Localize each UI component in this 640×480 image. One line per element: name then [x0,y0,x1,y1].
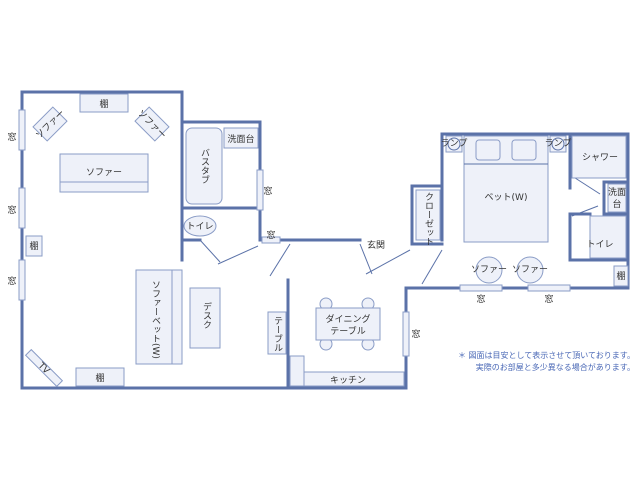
toilet-1 [183,215,217,237]
sofa-br-1-label: ソファー [471,265,507,275]
bathtub-label: バスタブ [199,148,210,184]
sofa-left: ソファー [32,106,68,142]
bed-label: ベット(W) [485,193,528,203]
washbasin-2 [607,183,627,213]
sofa-main-label: ソファー [86,168,122,178]
toilet-1-label: トイレ [186,222,213,232]
toilet-2-label: トイレ [586,240,613,250]
shelf-br [613,265,629,287]
lamp-1-label: ランプ [441,138,468,149]
closet [415,189,441,241]
disclaimer-line-2: 実際のお部屋と多少異なる場合があります。 [475,363,635,372]
window-left-1-label: 窓 [7,131,16,143]
lamp-2-label: ランプ [545,138,572,149]
table-label: テーブル [272,316,283,352]
shower [571,135,627,179]
window-bath-label: 窓 [263,185,272,197]
washbasin-2-line2: 台 [612,198,621,210]
sofa-br-1 [475,256,503,284]
tv: TV [24,348,64,388]
desk [189,287,221,349]
dining-label-1: ダイニング [325,313,370,325]
disclaimer-line-1: ＊ 図面は目安として表示させて頂いております。 [457,351,635,360]
sofa-br-2 [516,256,544,284]
shelf-left [25,235,43,257]
shelf-top-label: 棚 [99,98,108,110]
windows [18,109,571,357]
doors [199,175,601,285]
dining-chairs [319,297,375,351]
window-br-2-label: 窓 [544,293,553,305]
disclaimer-note: ＊ 図面は目安として表示させて頂いております。 実際のお部屋と多少異なる場合があ… [430,350,635,374]
dining-label-2: テーブル [330,325,365,337]
shelf-bottom [75,367,125,387]
shelf-bottom-label: 棚 [95,372,104,384]
sofa-right: ソファー [134,106,170,142]
washbasin-1-label: 洗面台 [227,133,254,145]
table [267,311,287,355]
window-left-3-label: 窓 [7,275,16,287]
shelf-top [79,93,129,113]
sofa-br-2-label: ソファー [512,265,548,275]
sofa-bed-label: ソファーベット(W) [150,280,161,359]
bathtub [185,127,223,205]
toilet-2 [589,215,627,259]
washbasin-2-line1: 洗面 [608,186,626,198]
kitchen-label: キッチン [330,375,366,386]
shelf-br-label: 棚 [616,270,625,282]
shower-label: シャワー [582,153,618,163]
washbasin-1 [223,127,259,149]
window-kitchen-label: 窓 [411,328,420,340]
entrance-label: 玄関 [367,239,385,251]
window-hall-label: 窓 [266,229,275,241]
desk-label: デスク [201,301,212,329]
shelf-left-label: 棚 [29,240,38,252]
closet-label: クローゼット [423,192,434,246]
dining-table [315,307,381,341]
window-left-2-label: 窓 [7,204,16,216]
window-br-1-label: 窓 [476,293,485,305]
